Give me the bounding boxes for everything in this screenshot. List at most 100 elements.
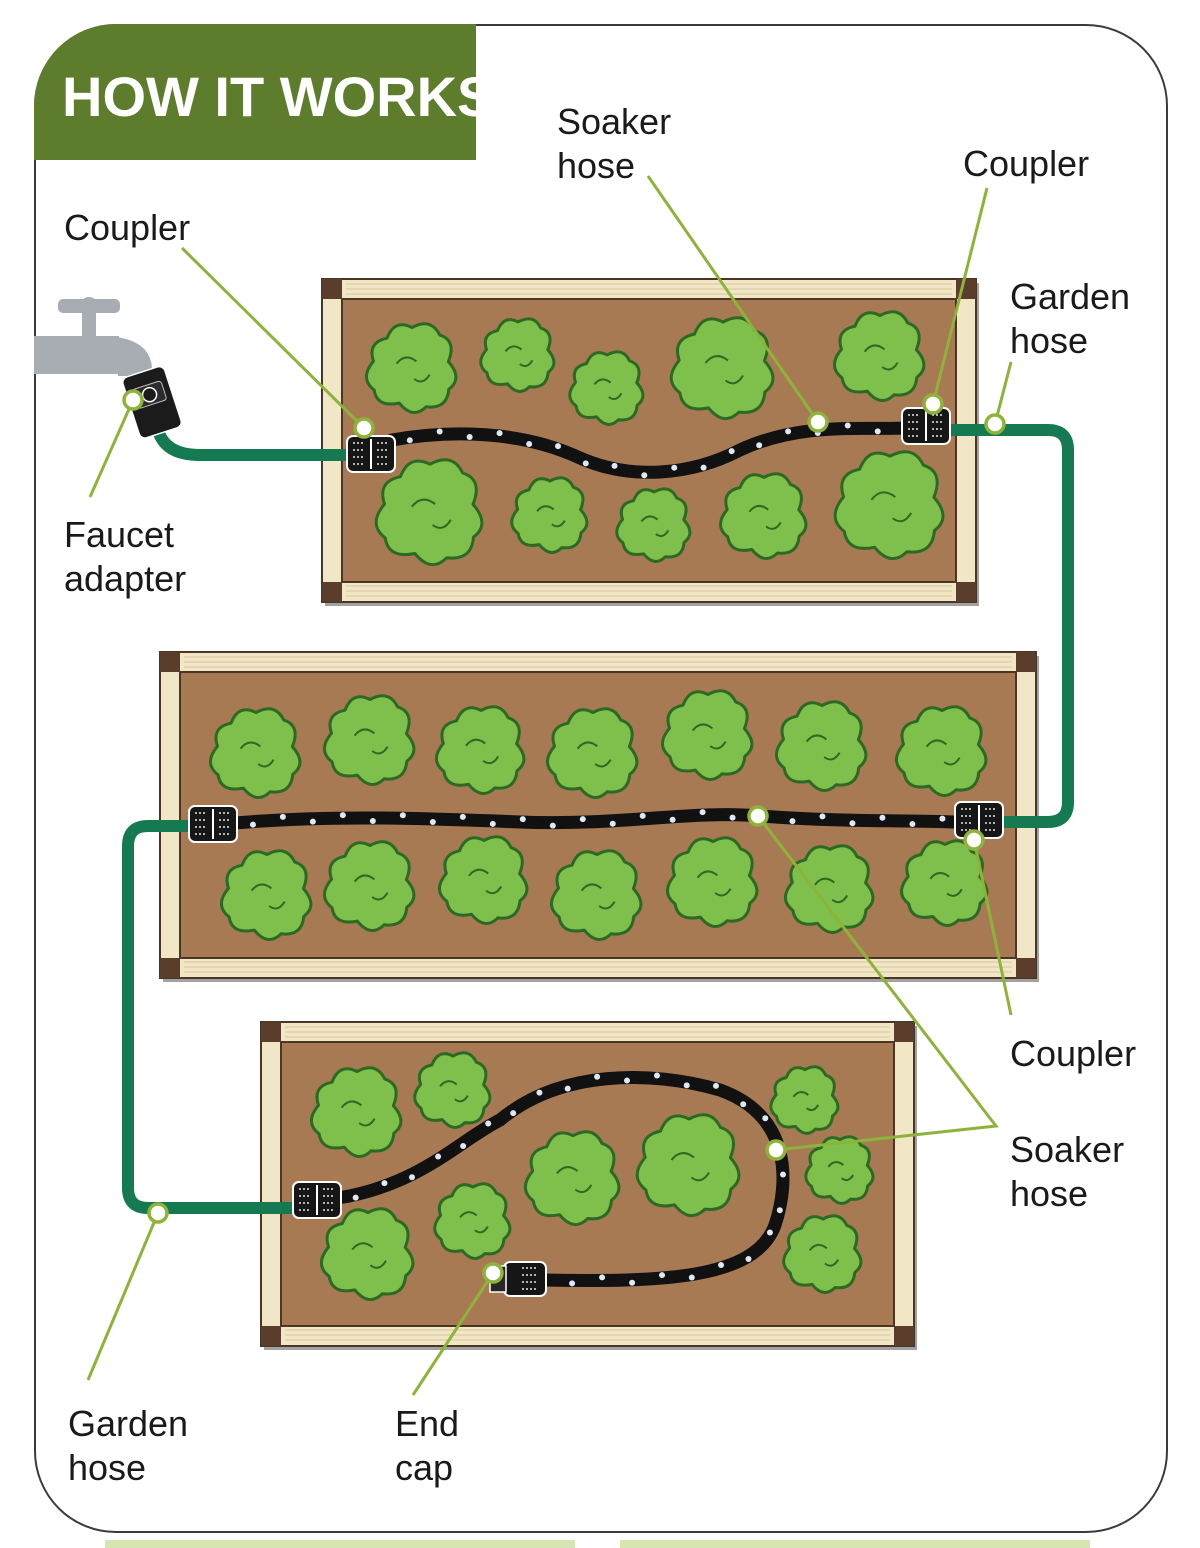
plant-vein (257, 759, 275, 768)
soaker-hose (385, 421, 912, 479)
faucet-icon (34, 297, 152, 376)
plant-icon (833, 450, 945, 560)
water-droplet (939, 815, 946, 822)
plant-icon (364, 322, 458, 414)
plant-leaf (523, 1130, 621, 1226)
corner-post (160, 652, 180, 672)
water-droplet (718, 1261, 725, 1268)
plant-vein (268, 901, 286, 910)
plant-icon (635, 1113, 741, 1217)
label-garden-hose-bottom: Garden hose (68, 1403, 189, 1488)
callout-line (756, 815, 999, 1152)
plant-vein (358, 1118, 376, 1127)
water-droplet (844, 422, 851, 429)
water-droplet (510, 1110, 517, 1117)
callout-line (88, 399, 135, 498)
plant-vein (925, 739, 948, 748)
water-droplet (429, 818, 436, 825)
plant-leaf (665, 836, 759, 928)
water-droplet (249, 821, 256, 828)
callout-soaker-hose-right (747, 805, 999, 1152)
plant-vein (608, 392, 623, 401)
corner-post (322, 279, 342, 299)
plant-vein (351, 1242, 374, 1251)
water-droplet (526, 440, 533, 447)
plant-leaf (433, 1182, 512, 1260)
plant-vein (748, 505, 769, 513)
plant-vein (474, 1226, 489, 1234)
plant-vein (594, 759, 612, 768)
water-droplet (309, 818, 316, 825)
plant-vein (465, 738, 486, 747)
water-droplet (582, 460, 589, 467)
plant-leaf (510, 476, 589, 554)
callout-dot (963, 829, 985, 851)
plant-vein (432, 519, 452, 529)
water-droplet (624, 1077, 630, 1084)
coupler-icon (901, 407, 951, 445)
water-droplet (659, 1272, 666, 1279)
water-droplet (489, 820, 496, 827)
garden-hose (122, 820, 302, 1214)
plant-vein (340, 1100, 363, 1109)
plant-vein (369, 1260, 387, 1269)
plant-leaf (894, 705, 988, 797)
water-droplet (641, 472, 648, 479)
water-droplet (740, 1101, 747, 1108)
plant-vein (556, 1166, 579, 1175)
plant-vein (353, 728, 376, 737)
water-droplet (555, 443, 562, 450)
plant-icon (665, 836, 759, 928)
plant-vein (250, 883, 273, 892)
plant-icon (545, 707, 639, 799)
plant-icon (479, 317, 556, 393)
callout-dot (765, 1139, 787, 1161)
plant-leaf (635, 1113, 741, 1217)
plant-icon (832, 310, 926, 402)
plant-leaf (568, 350, 645, 426)
plant-vein (841, 1174, 855, 1182)
water-droplet (700, 464, 707, 471)
water-droplet (789, 818, 796, 825)
water-droplet (459, 813, 466, 820)
plant-icon (894, 705, 988, 797)
water-droplet (408, 1174, 415, 1181)
water-droplet (756, 442, 763, 449)
callout-dot (807, 411, 829, 433)
plant-vein (670, 1152, 695, 1161)
water-droplet (611, 462, 618, 469)
plant-vein (598, 901, 616, 910)
plant-icon (615, 487, 692, 563)
plant-vein (831, 894, 849, 904)
faucet-handle-knob (80, 297, 98, 315)
water-droplet (785, 428, 792, 435)
coupler-icon (188, 805, 238, 843)
plant-vein (881, 362, 899, 371)
plant-icon (774, 700, 868, 792)
callout-coupler-mid-right (963, 829, 1013, 1016)
plant-vein (943, 757, 961, 766)
callout-line (411, 1272, 495, 1396)
callout-coupler-top-left (180, 246, 375, 439)
plant-vein (411, 498, 436, 508)
water-droplet (779, 1171, 786, 1178)
water-droplet (599, 1274, 606, 1281)
plant-vein (724, 374, 744, 385)
water-droplet (776, 1207, 783, 1214)
plant-leaf (832, 310, 926, 402)
plant-vein (468, 868, 489, 877)
plant-vein (714, 888, 732, 897)
water-droplet (671, 464, 678, 471)
plant-icon (322, 840, 416, 932)
page-title: HOW IT WORKS (62, 65, 495, 128)
plant-vein (519, 359, 534, 368)
plant-vein (482, 755, 500, 765)
callout-line (646, 175, 820, 423)
callout-dot (922, 393, 944, 415)
corner-post (1016, 958, 1036, 978)
plant-leaf (322, 694, 416, 786)
water-droplet (819, 813, 826, 820)
water-droplet (435, 1153, 442, 1160)
plant-vein (946, 888, 963, 897)
